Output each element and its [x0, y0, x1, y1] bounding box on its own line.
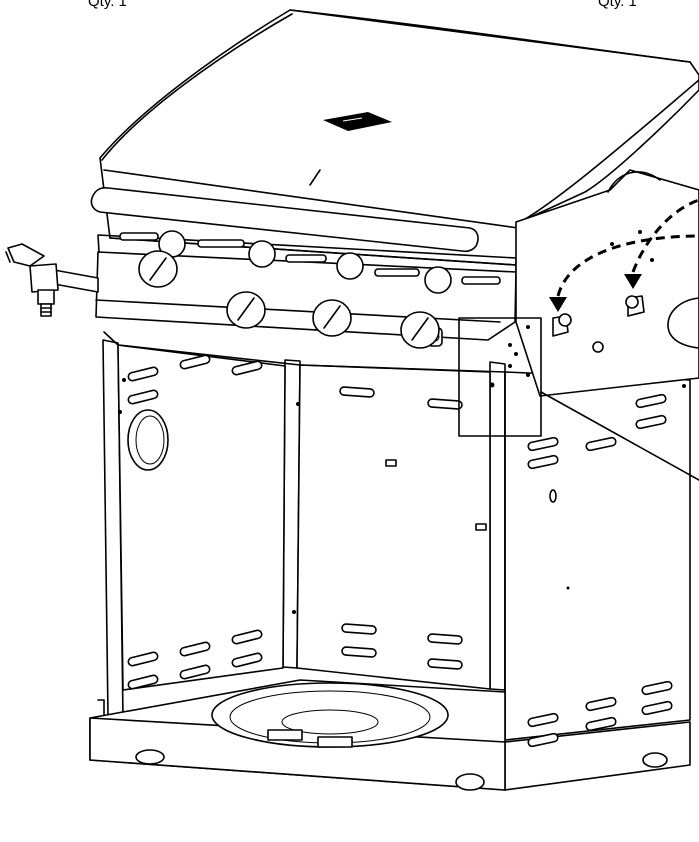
- control-knobs: [138, 230, 452, 349]
- bracket-holes: [118, 230, 686, 614]
- detail-callout-box: [458, 317, 542, 437]
- caster-wheel-3: [642, 752, 668, 768]
- caster-wheel-1: [135, 749, 165, 765]
- control-knob-1: [138, 230, 186, 288]
- control-knob-2: [226, 240, 276, 329]
- control-knob-3: [312, 252, 364, 337]
- detail-leader-line: [540, 391, 699, 481]
- grill-lid: [90, 9, 699, 266]
- caster-wheel-2: [455, 773, 485, 791]
- fitting-2: [475, 523, 487, 531]
- side-hook-brackets: [552, 295, 645, 337]
- dashed-motion-arrows: [549, 198, 699, 312]
- control-knob-4: [400, 266, 452, 349]
- panel-vent-slots: [127, 354, 673, 748]
- fitting-1: [385, 459, 397, 467]
- heat-vent-slots: [119, 232, 501, 285]
- quantity-label-right: Qty. 1: [598, 0, 637, 10]
- detail-circle: [667, 297, 699, 349]
- hose-port: [127, 409, 169, 471]
- quantity-label-left: Qty. 1: [88, 0, 127, 10]
- gas-valve-regulator: [5, 243, 99, 317]
